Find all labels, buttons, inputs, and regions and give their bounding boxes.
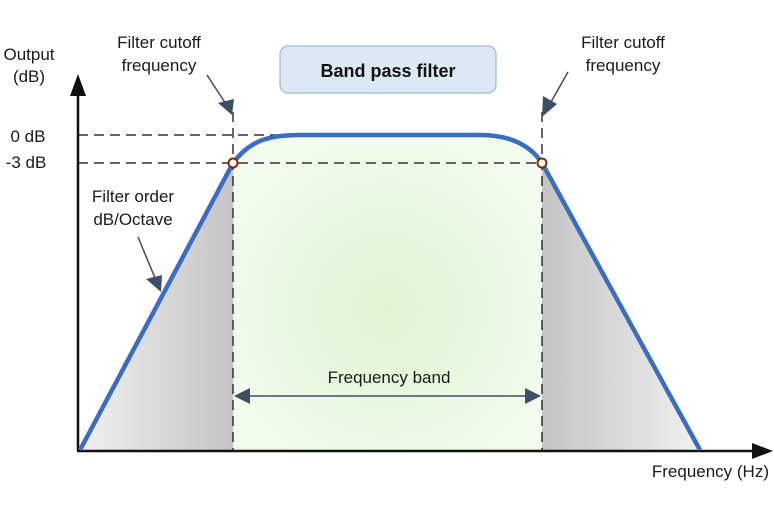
- right-cutoff-marker: [536, 157, 548, 169]
- title-box: [279, 45, 497, 94]
- diagram-title: Band pass filter: [320, 61, 455, 81]
- band-arrow-right-head-icon: [525, 388, 541, 404]
- order-arrow: [137, 236, 156, 279]
- left-cutoff-arrow-head-icon: [218, 99, 234, 115]
- passband-area: [233, 135, 542, 450]
- y-axis-arrow-icon: [70, 74, 86, 96]
- y-tick-minus3db: -3 dB: [6, 153, 47, 172]
- left-cutoff-marker: [227, 157, 239, 169]
- x-axis-arrow-icon: [752, 443, 773, 459]
- left-cutoff-label-line2: frequency: [122, 56, 197, 75]
- y-axis-label-line1: Output: [3, 45, 54, 64]
- response-curve: [78, 132, 702, 452]
- right-cutoff-arrow: [550, 71, 569, 103]
- right-cutoff-label-line2: frequency: [586, 56, 661, 75]
- order-arrow-head-icon: [146, 275, 162, 292]
- right-cutoff-label-line1: Filter cutoff: [581, 33, 665, 52]
- x-axis-label: Frequency (Hz): [652, 462, 769, 481]
- right-cutoff-arrow-head-icon: [542, 96, 557, 117]
- order-label-line2: dB/Octave: [93, 210, 172, 229]
- left-cutoff-arrow: [206, 74, 227, 105]
- order-label-line1: Filter order: [92, 187, 175, 206]
- band-label: Frequency band: [328, 368, 451, 387]
- band-arrow-left-head-icon: [234, 388, 250, 404]
- y-tick-0db: 0 dB: [11, 127, 46, 146]
- left-cutoff-label-line1: Filter cutoff: [117, 33, 201, 52]
- y-axis-label-line2: (dB): [13, 67, 45, 86]
